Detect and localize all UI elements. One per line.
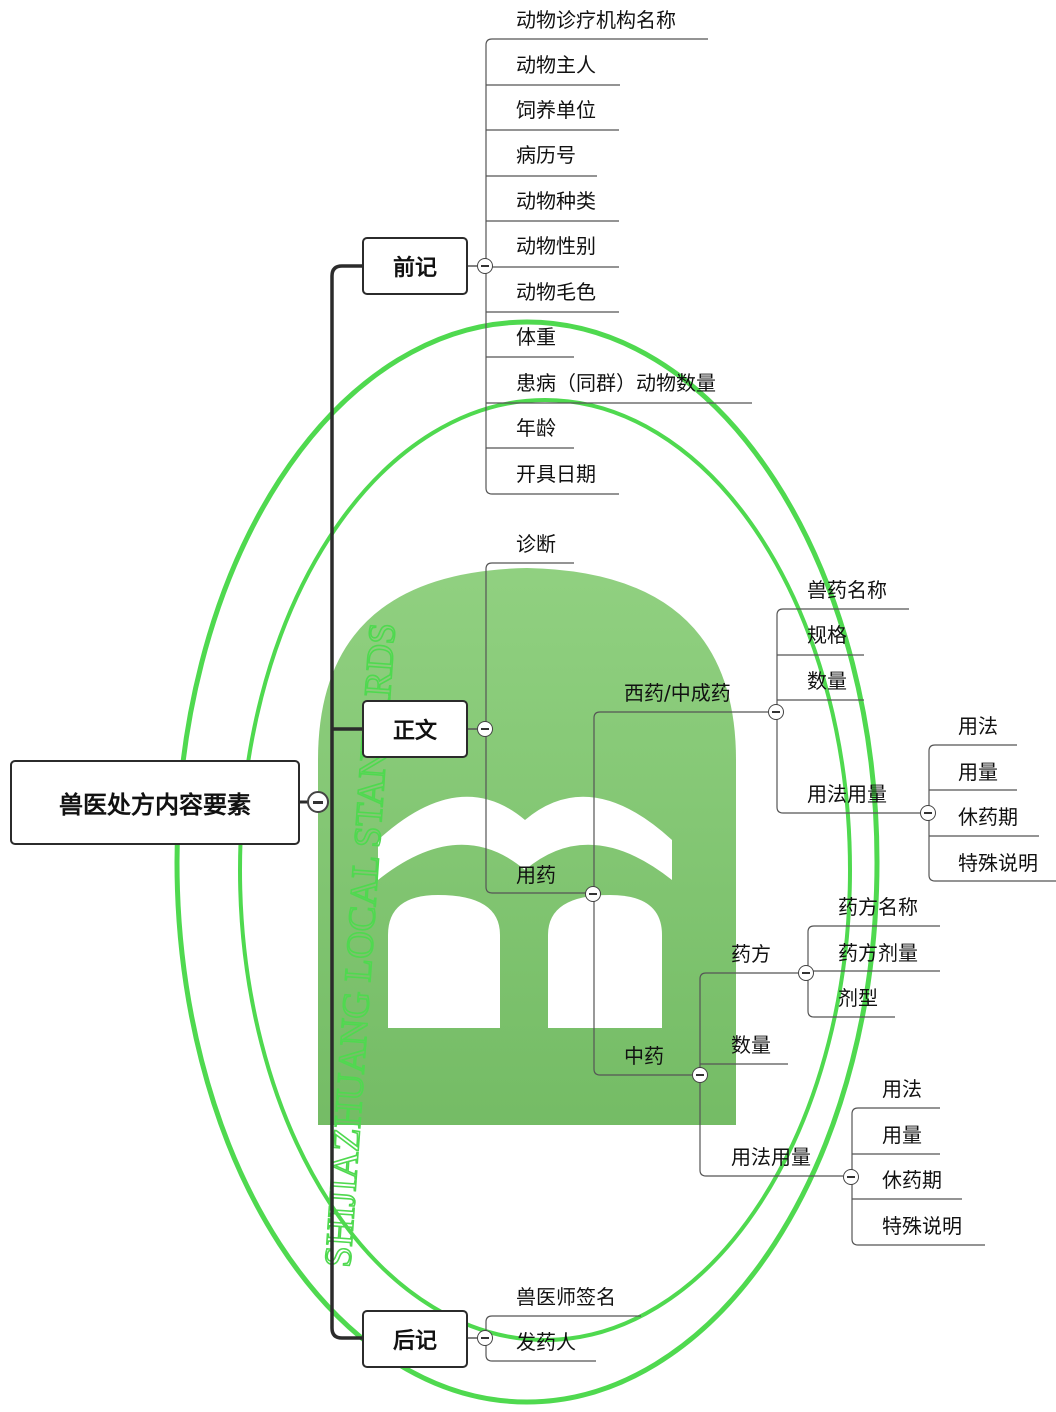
connector-line xyxy=(485,38,708,46)
connector-line xyxy=(776,806,920,814)
western-item[interactable]: 规格 xyxy=(807,623,847,647)
connector-line xyxy=(699,1169,843,1177)
qianji-item[interactable]: 体重 xyxy=(516,325,556,349)
formula-collapse-icon[interactable] xyxy=(798,965,814,981)
connector-line xyxy=(928,744,1017,752)
connector-line xyxy=(807,1010,895,1018)
qianji-item[interactable]: 患病（同群）动物数量 xyxy=(516,371,716,395)
qianji-item[interactable]: 饲养单位 xyxy=(516,98,596,122)
zhengwen-collapse-icon[interactable] xyxy=(477,721,493,737)
qianji-item[interactable]: 动物诊疗机构名称 xyxy=(516,8,676,32)
connector-line xyxy=(485,886,586,894)
qianji-item[interactable]: 年龄 xyxy=(516,416,556,440)
connector-line xyxy=(485,562,574,570)
qianji-item[interactable]: 动物主人 xyxy=(516,53,596,77)
chinese-usage-item[interactable]: 用量 xyxy=(882,1123,922,1147)
watermark-left-arch xyxy=(388,895,500,1028)
qianji-item[interactable]: 动物性别 xyxy=(516,234,596,258)
chinese-node[interactable]: 中药 xyxy=(624,1044,664,1068)
western-usage-item[interactable]: 休药期 xyxy=(958,805,1018,829)
connector-line xyxy=(851,1107,940,1115)
connector-line xyxy=(593,1068,692,1076)
formula-item[interactable]: 药方名称 xyxy=(838,895,918,919)
node-qianji[interactable]: 前记 xyxy=(362,237,468,295)
western-usage-item[interactable]: 特殊说明 xyxy=(958,851,1038,875)
chinese-usage-item[interactable]: 用法 xyxy=(882,1077,922,1101)
formula-item[interactable]: 药方剂量 xyxy=(838,941,918,965)
connector-line xyxy=(807,925,940,933)
watermark-book xyxy=(378,796,672,880)
medication-collapse-icon[interactable] xyxy=(585,886,601,902)
houji-collapse-icon[interactable] xyxy=(477,1330,493,1346)
connector-line xyxy=(851,1238,985,1246)
connector-line xyxy=(485,487,619,495)
node-houji[interactable]: 后记 xyxy=(362,1310,468,1368)
western-collapse-icon[interactable] xyxy=(768,704,784,720)
chinese-usage-node[interactable]: 用法用量 xyxy=(731,1145,811,1169)
watermark-inner-ellipse xyxy=(238,398,852,1342)
western-node[interactable]: 西药/中成药 xyxy=(624,681,731,705)
connector-line xyxy=(485,1315,641,1323)
chinese-usage-item[interactable]: 特殊说明 xyxy=(882,1214,962,1238)
node-zhengwen[interactable]: 正文 xyxy=(362,700,468,758)
connector-line xyxy=(776,608,909,616)
qianji-item[interactable]: 动物毛色 xyxy=(516,280,596,304)
qianji-item[interactable]: 动物种类 xyxy=(516,189,596,213)
western-usage-collapse-icon[interactable] xyxy=(920,805,936,821)
chinese-collapse-icon[interactable] xyxy=(692,1067,708,1083)
western-usage-node[interactable]: 用法用量 xyxy=(807,782,887,806)
houji-item[interactable]: 兽医师签名 xyxy=(516,1285,616,1309)
chinese-usage-collapse-icon[interactable] xyxy=(843,1169,859,1185)
chinese-quantity-node[interactable]: 数量 xyxy=(731,1033,771,1057)
houji-item[interactable]: 发药人 xyxy=(516,1330,576,1354)
western-usage-item[interactable]: 用量 xyxy=(958,760,998,784)
western-item[interactable]: 数量 xyxy=(807,669,847,693)
connector-line xyxy=(699,972,798,980)
qianji-item[interactable]: 开具日期 xyxy=(516,462,596,486)
root-node[interactable]: 兽医处方内容要素 xyxy=(10,760,300,845)
connector-line xyxy=(928,874,1056,882)
qianji-collapse-icon[interactable] xyxy=(477,258,493,274)
formula-node[interactable]: 药方 xyxy=(731,942,771,966)
western-usage-item[interactable]: 用法 xyxy=(958,714,998,738)
medication-node[interactable]: 用药 xyxy=(516,863,556,887)
connector-line xyxy=(593,711,768,719)
root-collapse-icon[interactable] xyxy=(307,791,329,813)
formula-item[interactable]: 剂型 xyxy=(838,986,878,1010)
western-item[interactable]: 兽药名称 xyxy=(807,578,887,602)
watermark-right-arch xyxy=(548,895,662,1028)
watermark-outer-ellipse xyxy=(174,319,880,1405)
qianji-item[interactable]: 病历号 xyxy=(516,143,576,167)
connector-line xyxy=(485,1354,596,1362)
connector-line xyxy=(330,264,362,1340)
diagnosis-node[interactable]: 诊断 xyxy=(516,532,556,556)
chinese-usage-item[interactable]: 休药期 xyxy=(882,1168,942,1192)
